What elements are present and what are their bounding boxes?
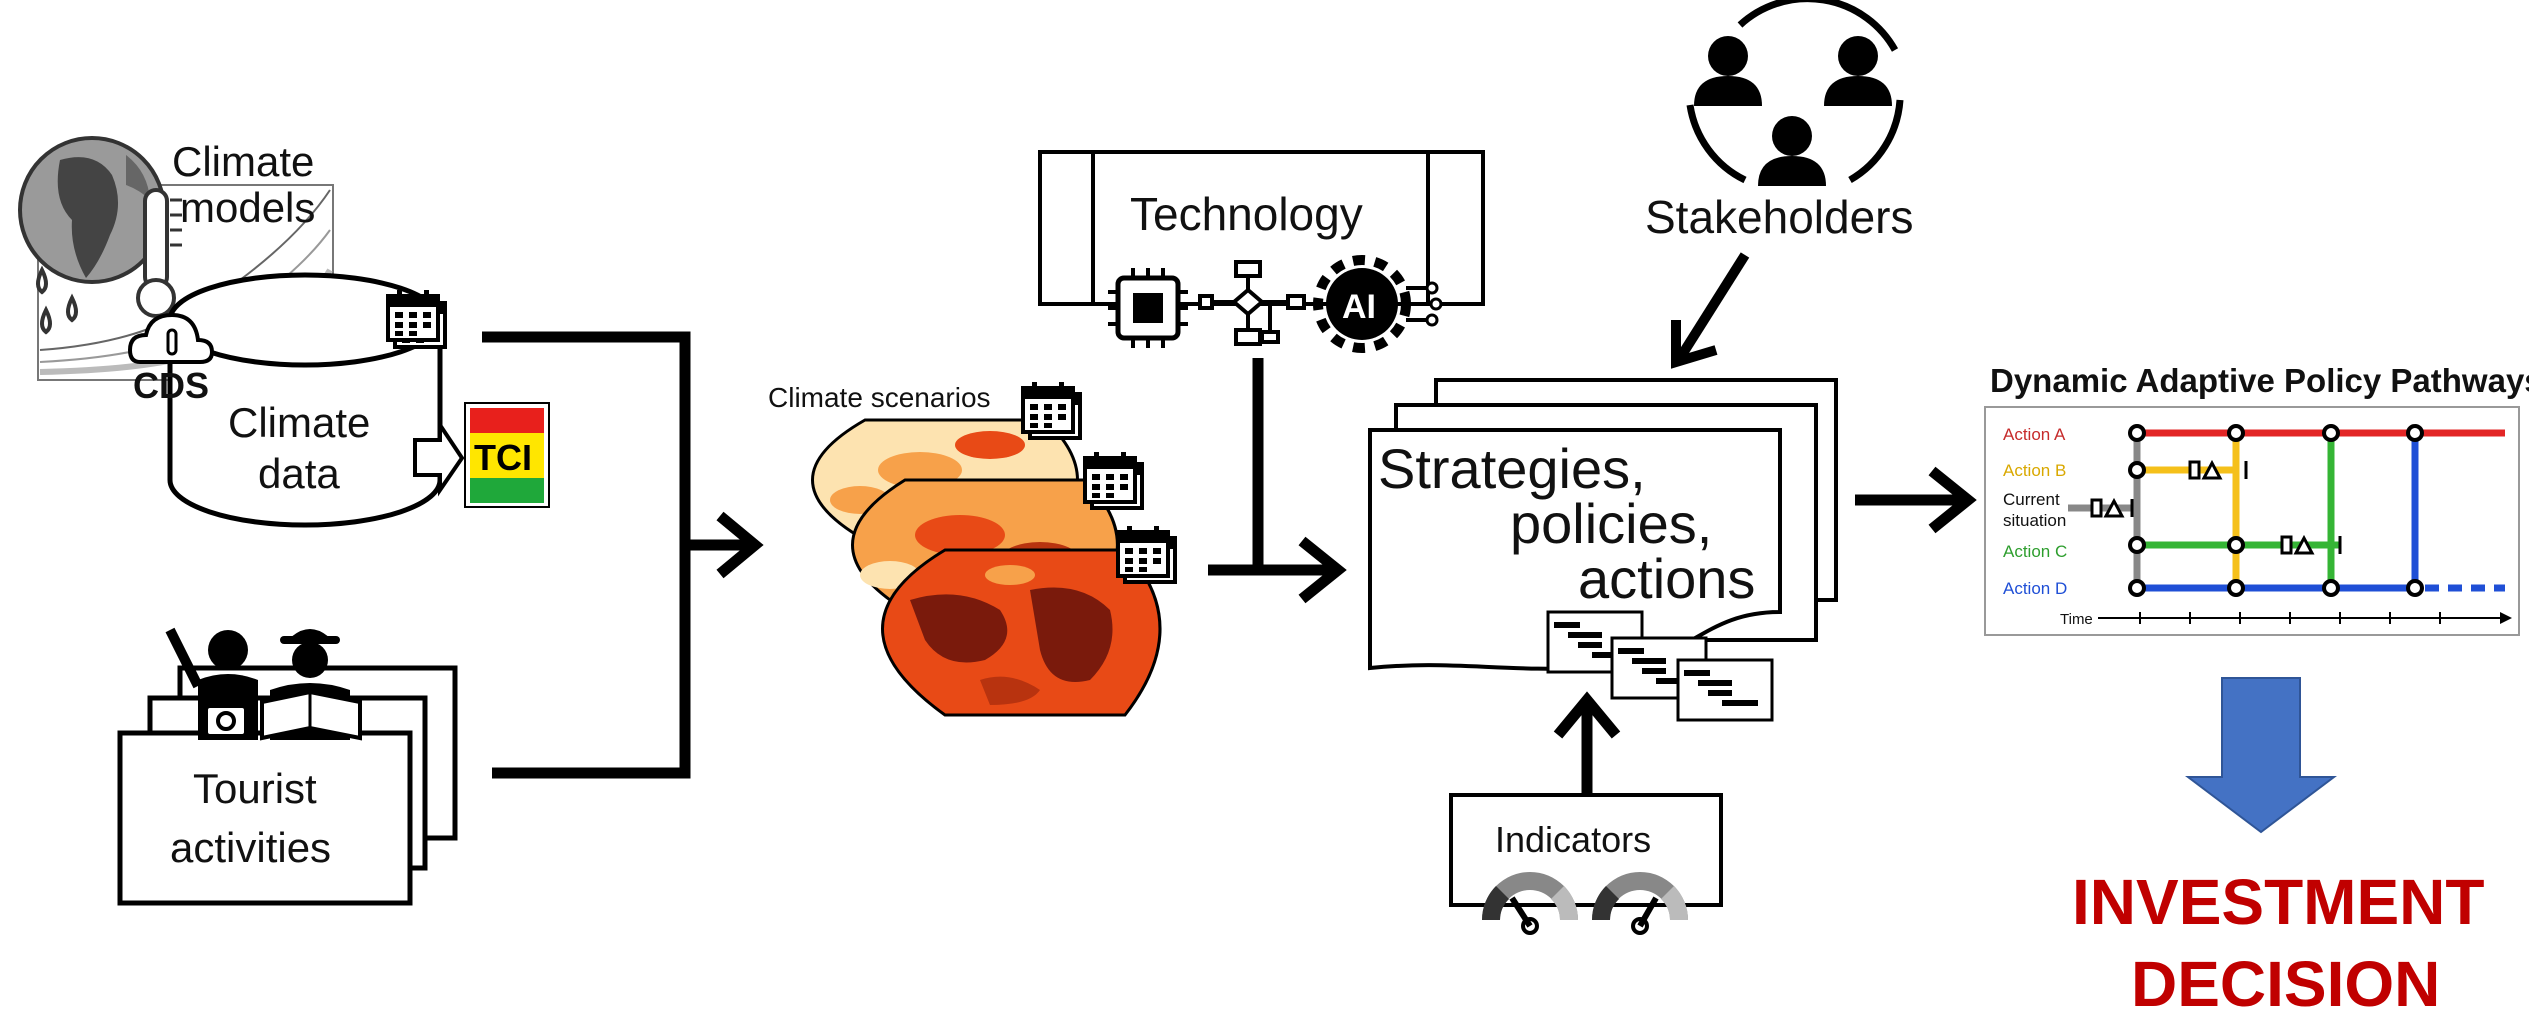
- tourist-activities-line1: Tourist: [193, 765, 317, 812]
- technology-node: Technology: [1038, 150, 1485, 306]
- action-d-label: Action D: [2003, 579, 2067, 598]
- current-situation-line2: situation: [2003, 511, 2066, 530]
- ai-label: AI: [1342, 288, 1376, 326]
- climate-data-label-line1: Climate: [228, 399, 370, 446]
- investment-decision-line2: DECISION: [2131, 948, 2440, 1020]
- dapp-title: Dynamic Adaptive Policy Pathways: [1990, 362, 2529, 399]
- calendar-icon: [386, 288, 440, 342]
- chip-icon: [1108, 268, 1188, 348]
- climate-data-label-line2: data: [258, 450, 340, 497]
- ai-gear-icon: AI: [1313, 255, 1443, 353]
- strategies-label-line1: Strategies,: [1378, 437, 1646, 500]
- cloud-icon: CDS: [127, 312, 215, 406]
- strategies-to-dapp-arrow: [1855, 466, 1977, 534]
- rain-drops-icon: [36, 265, 78, 335]
- gauge-icon: [1589, 870, 1691, 935]
- climate-models-label-line1: Climate: [172, 138, 314, 185]
- dapp-panel: Dynamic Adaptive Policy Pathways Action …: [1984, 362, 2529, 636]
- stakeholders-arrow: [1671, 252, 1750, 369]
- action-b-label: Action B: [2003, 461, 2066, 480]
- globe-icon: [18, 136, 166, 284]
- map-reader-icon: [260, 629, 362, 741]
- people-group-icon: [1686, 0, 1904, 186]
- tci-badge: TCI: [413, 402, 550, 508]
- thermometer-icon: [136, 188, 182, 318]
- flowchart-icon: [1198, 260, 1306, 346]
- tci-label: TCI: [474, 437, 532, 478]
- tech-connector: [1208, 358, 1347, 604]
- indicators-arrow: [1553, 691, 1621, 795]
- strategies-node: Strategies, policies, actions: [1368, 378, 1838, 671]
- climate-scenarios-label: Climate scenarios: [768, 382, 991, 413]
- indicators-label: Indicators: [1495, 819, 1651, 860]
- calendar-icon: [1021, 380, 1075, 434]
- action-a-label: Action A: [2003, 425, 2066, 444]
- merge-connector: [482, 331, 764, 779]
- calendar-icon: [1116, 524, 1170, 578]
- strategies-label-line3: actions: [1578, 547, 1755, 610]
- scenario-map-3: [881, 548, 1162, 717]
- investment-decision-line1: INVESTMENT: [2072, 866, 2484, 938]
- strategies-label-line2: policies,: [1510, 492, 1712, 555]
- investment-decision: INVESTMENT DECISION: [2072, 866, 2484, 1020]
- time-label: Time: [2060, 611, 2093, 628]
- camera-icon: [204, 704, 248, 738]
- gauge-icon: [1479, 870, 1581, 935]
- current-situation-line1: Current: [2003, 490, 2060, 509]
- climate-models-label-line2: models: [180, 184, 315, 231]
- technology-label: Technology: [1130, 188, 1363, 240]
- stakeholders-label: Stakeholders: [1645, 191, 1914, 243]
- tourist-activities-line2: activities: [170, 824, 331, 871]
- calendar-icon: [1083, 450, 1137, 504]
- cds-label: CDS: [133, 365, 209, 406]
- climate-scenarios-node: Climate scenarios: [768, 382, 1162, 717]
- decision-arrow: [2185, 677, 2337, 834]
- action-c-label: Action C: [2003, 542, 2067, 561]
- indicators-node: Indicators: [1449, 793, 1723, 907]
